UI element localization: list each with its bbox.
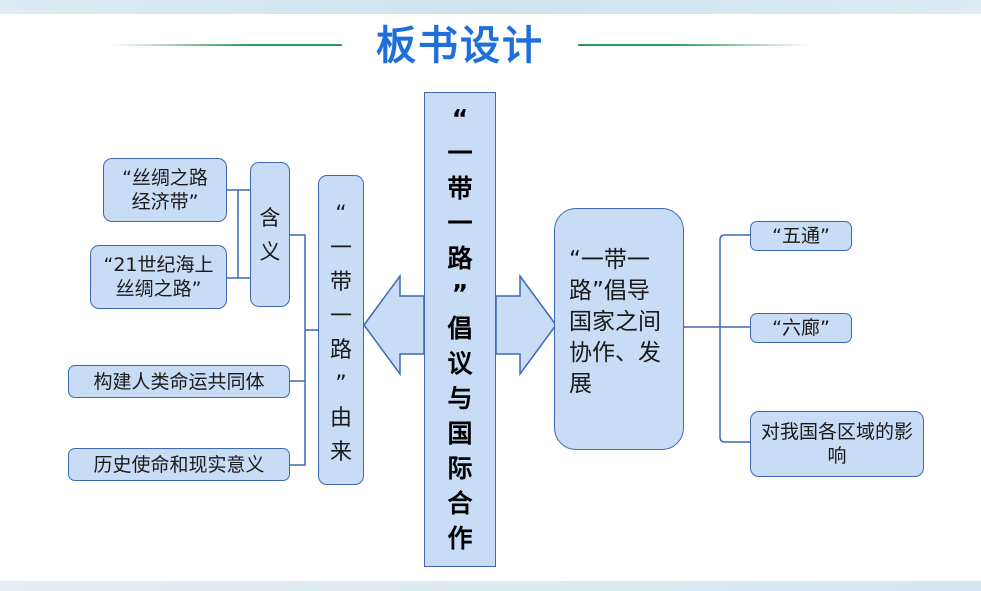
item-label: 历史使命和现实意义	[93, 453, 265, 476]
vertical-char: 与	[447, 384, 473, 413]
meaning-item-label: “丝绸之路经济带”	[122, 167, 208, 213]
item-label: “六廊”	[772, 317, 830, 339]
vertical-char: 倡	[447, 314, 473, 343]
center-topic-label: “一带一路”倡议与国际合作	[425, 101, 495, 556]
meaning-bracket	[226, 189, 250, 279]
item-label: “五通”	[772, 225, 830, 247]
right-arrow	[495, 273, 557, 377]
bottom-decor-band	[0, 581, 981, 591]
vertical-char: 作	[447, 524, 473, 553]
meaning-char: 含义	[260, 201, 281, 269]
vertical-char: 带	[329, 270, 352, 295]
vertical-char: 国	[447, 419, 473, 448]
vertical-char: 一	[447, 139, 473, 168]
left-branch-origin: “一带一路”由来	[318, 175, 364, 485]
item-label: 对我国各区域的影响	[760, 421, 913, 467]
vertical-char: 来	[329, 440, 352, 465]
vertical-char: ”	[335, 372, 347, 397]
page-title: 板书设计	[376, 23, 544, 69]
item-five-links: “五通”	[750, 221, 852, 251]
vertical-char: 义	[259, 239, 281, 264]
meaning-item-label: “21世纪海上丝绸之路”	[103, 254, 214, 300]
vertical-char: “	[451, 104, 469, 133]
vertical-char: 一	[447, 209, 473, 238]
vertical-char: 由	[329, 406, 352, 431]
left-arrow	[363, 273, 425, 377]
right-branch-label: “一带一路”倡导国家之间协作、发展	[569, 247, 661, 397]
top-decor-band	[0, 0, 981, 14]
right-branch-box: “一带一路”倡导国家之间协作、发展	[554, 208, 684, 450]
vertical-char: 合	[447, 489, 473, 518]
right-items-bracket	[684, 234, 750, 443]
left-items-bracket	[290, 234, 318, 466]
item-historic-mission: 历史使命和现实意义	[68, 448, 290, 481]
vertical-char: “	[335, 202, 347, 227]
vertical-char: 际	[447, 454, 473, 483]
left-branch-label: “一带一路”由来	[319, 198, 363, 470]
item-label: 构建人类命运共同体	[93, 370, 265, 393]
title-rule-left	[110, 44, 342, 46]
item-community-shared-future: 构建人类命运共同体	[68, 365, 290, 398]
meaning-item-maritime-silk-road: “21世纪海上丝绸之路”	[90, 245, 227, 309]
vertical-char: 一	[329, 304, 352, 329]
item-regional-impact: 对我国各区域的影响	[750, 411, 924, 477]
meaning-box: 含义	[250, 162, 290, 307]
item-six-corridors: “六廊”	[750, 313, 852, 343]
vertical-char: 路	[329, 338, 352, 363]
vertical-char: 一	[329, 236, 352, 261]
meaning-item-silk-road-economic-belt: “丝绸之路经济带”	[103, 158, 227, 222]
title-rule-right	[578, 44, 810, 46]
vertical-char: 含	[259, 205, 281, 230]
vertical-char: ”	[451, 279, 469, 308]
vertical-char: 带	[447, 174, 473, 203]
center-topic: “一带一路”倡议与国际合作	[424, 92, 496, 567]
vertical-char: 路	[447, 244, 473, 273]
vertical-char: 议	[447, 349, 473, 378]
